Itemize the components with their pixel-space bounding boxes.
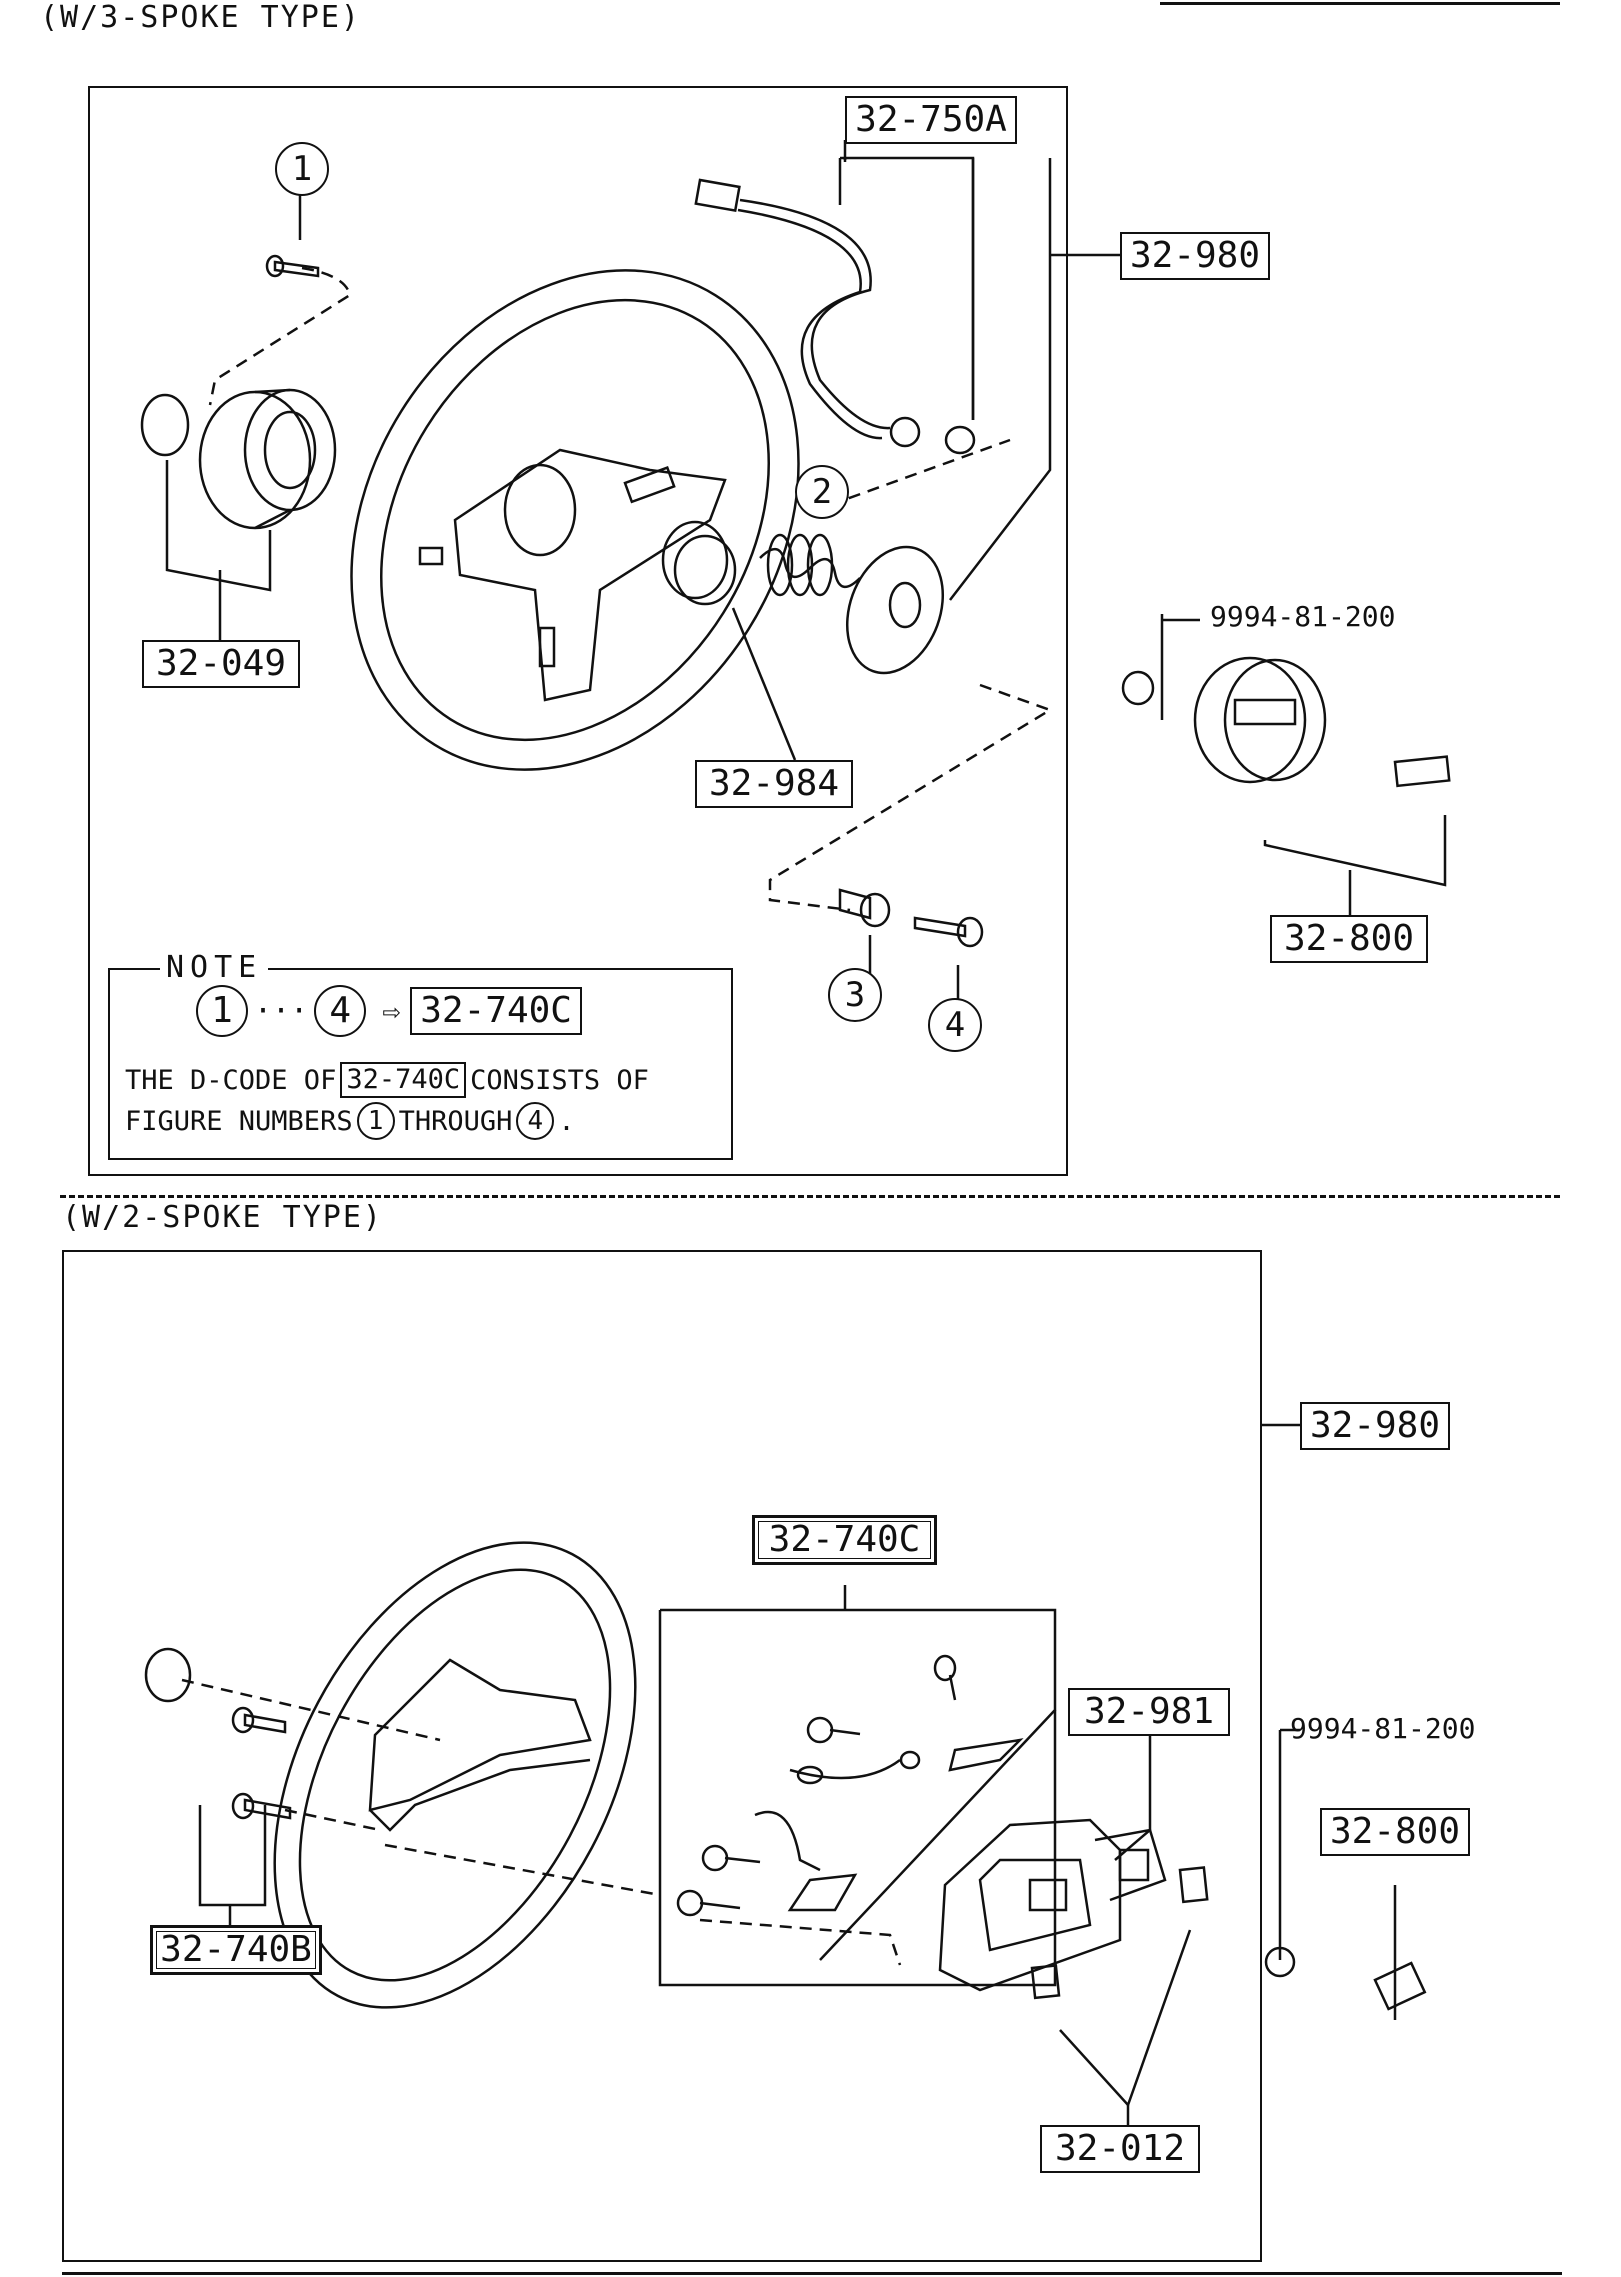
note-equation: 1 ··· 4 ⇨ 32-740C bbox=[190, 985, 582, 1037]
note-label: NOTE bbox=[160, 950, 269, 985]
ref-32-800-top[interactable]: 32-800 bbox=[1270, 915, 1428, 963]
ref-32-049[interactable]: 32-049 bbox=[142, 640, 300, 688]
section-divider bbox=[60, 1195, 1560, 1198]
frame-2-spoke bbox=[62, 1250, 1262, 2262]
top-edge-rule bbox=[1160, 2, 1560, 5]
note-text-line-1: THE D-CODE OF 32-740C CONSISTS OF bbox=[125, 1062, 649, 1098]
note-line1-pre: THE D-CODE OF bbox=[125, 1064, 337, 1096]
callout-2: 2 bbox=[795, 465, 849, 519]
ref-32-984[interactable]: 32-984 bbox=[695, 760, 853, 808]
note-target-ref[interactable]: 32-740C bbox=[410, 987, 582, 1035]
note-to-callout: 4 bbox=[314, 985, 367, 1037]
leader-740b bbox=[198, 1805, 267, 1907]
note-line2-b: 4 bbox=[516, 1102, 555, 1140]
bottom-edge-rule bbox=[62, 2272, 1562, 2275]
ref-32-012[interactable]: 32-012 bbox=[1040, 2125, 1200, 2173]
callout-4: 4 bbox=[928, 998, 982, 1052]
ref-32-981[interactable]: 32-981 bbox=[1068, 1688, 1230, 1736]
note-line2-pre: FIGURE NUMBERS bbox=[125, 1105, 353, 1137]
note-line2-mid: THROUGH bbox=[398, 1105, 513, 1137]
ref-32-750a[interactable]: 32-750A bbox=[845, 96, 1017, 144]
frame-3-spoke bbox=[88, 86, 1068, 1176]
ref-32-980-bottom[interactable]: 32-980 bbox=[1300, 1402, 1450, 1450]
note-line2-end: . bbox=[558, 1105, 575, 1137]
leader-9994-bottom bbox=[1278, 1728, 1300, 1960]
callout-1: 1 bbox=[275, 142, 329, 196]
leader-800-top bbox=[1263, 815, 1447, 887]
ref-32-800-bottom[interactable]: 32-800 bbox=[1320, 1808, 1470, 1856]
part-number-9994-bottom[interactable]: 9994-81-200 bbox=[1290, 1712, 1476, 1745]
note-line1-post: CONSISTS OF bbox=[470, 1064, 649, 1096]
ref-32-980-top[interactable]: 32-980 bbox=[1120, 232, 1270, 280]
leader-049 bbox=[165, 460, 272, 592]
section-title-2-spoke: (W/2-SPOKE TYPE) bbox=[62, 1200, 383, 1235]
ref-32-740b[interactable]: 32-740B bbox=[150, 1925, 322, 1975]
leader-740c bbox=[660, 1608, 1057, 1961]
leader-980-top bbox=[949, 158, 1052, 601]
leader-984 bbox=[731, 607, 797, 761]
note-text-line-2: FIGURE NUMBERS 1 THROUGH 4 . bbox=[125, 1102, 575, 1140]
note-line1-ref[interactable]: 32-740C bbox=[340, 1062, 467, 1098]
note-from-callout: 1 bbox=[196, 985, 248, 1037]
note-dots: ··· bbox=[254, 993, 309, 1029]
note-arrow-icon: ⇨ bbox=[382, 993, 401, 1029]
ref-32-740c[interactable]: 32-740C bbox=[752, 1515, 937, 1565]
note-line2-a: 1 bbox=[356, 1102, 395, 1140]
section-title-3-spoke: (W/3-SPOKE TYPE) bbox=[40, 0, 361, 35]
part-number-9994-top[interactable]: 9994-81-200 bbox=[1210, 600, 1396, 633]
callout-3: 3 bbox=[828, 968, 882, 1022]
